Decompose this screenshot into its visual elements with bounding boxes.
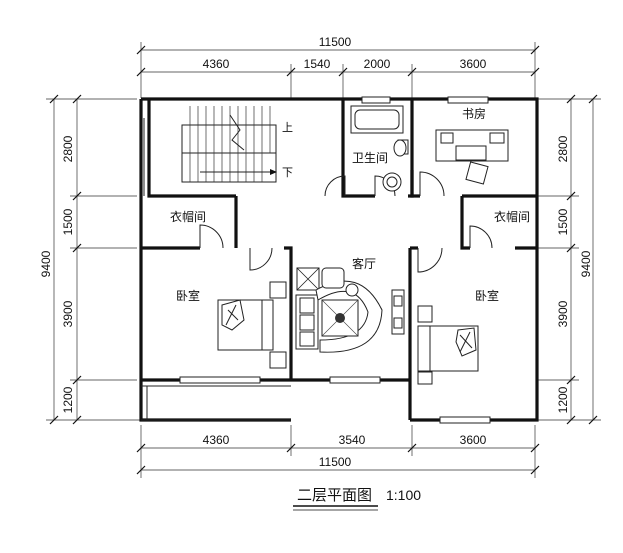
stair-up-label: 上	[282, 121, 293, 134]
study-furniture	[435, 129, 509, 185]
right-dimension-3: 3900	[556, 300, 570, 327]
plan-scale: 1:100	[386, 487, 421, 503]
top-dimensions: 11500 4360 1540 2000 3600	[136, 35, 540, 98]
room-labels: 书房 卫生间 衣帽间 衣帽间 客厅 卧室 卧室	[170, 106, 530, 303]
bottom-dimensions: 4360 3540 3600 11500	[136, 425, 540, 478]
top-dimension-3: 2000	[364, 57, 391, 71]
right-total-dimension: 9400	[579, 250, 593, 277]
bottom-dimension-3: 3600	[460, 433, 487, 447]
room-label-study: 书房	[462, 106, 486, 121]
left-total-dimension: 9400	[39, 250, 53, 277]
bottom-dimension-1: 4360	[203, 433, 230, 447]
top-dimension-4: 3600	[460, 57, 487, 71]
right-dimension-2: 1500	[556, 208, 570, 235]
room-label-bedroom-right: 卧室	[475, 288, 499, 303]
bottom-total-dimension: 11500	[319, 455, 352, 469]
left-dimension-1: 2800	[61, 135, 75, 162]
windows	[179, 96, 491, 424]
living-room-furniture	[295, 267, 405, 353]
doors	[199, 171, 493, 273]
right-dimensions: 2800 1500 3900 1200 9400	[538, 94, 601, 425]
left-bedroom-furniture	[217, 281, 287, 369]
right-dimension-4: 1200	[556, 386, 570, 413]
left-dimension-2: 1500	[61, 208, 75, 235]
right-dimension-1: 2800	[556, 135, 570, 162]
top-dimension-2: 1540	[304, 57, 331, 71]
bathroom-fixtures	[350, 105, 409, 192]
bottom-dimension-2: 3540	[339, 433, 366, 447]
left-dimensions: 9400 2800 1500 3900 1200	[39, 94, 141, 425]
stair-down-label: 下	[282, 166, 293, 179]
plan-title: 二层平面图	[297, 486, 372, 504]
left-dimension-4: 1200	[61, 386, 75, 413]
room-label-bathroom: 卫生间	[352, 151, 388, 165]
staircase: 上 下	[181, 106, 293, 183]
room-label-closet-left: 衣帽间	[170, 209, 206, 224]
room-label-closet-right: 衣帽间	[494, 209, 530, 224]
room-label-bedroom-left: 卧室	[176, 288, 200, 303]
top-total-dimension: 11500	[319, 35, 352, 49]
right-bedroom-furniture	[417, 305, 479, 385]
top-dimension-1: 4360	[203, 57, 230, 71]
room-label-living-room: 客厅	[352, 256, 376, 271]
left-dimension-3: 3900	[61, 300, 75, 327]
drawing-title: 二层平面图 1:100	[293, 486, 421, 511]
